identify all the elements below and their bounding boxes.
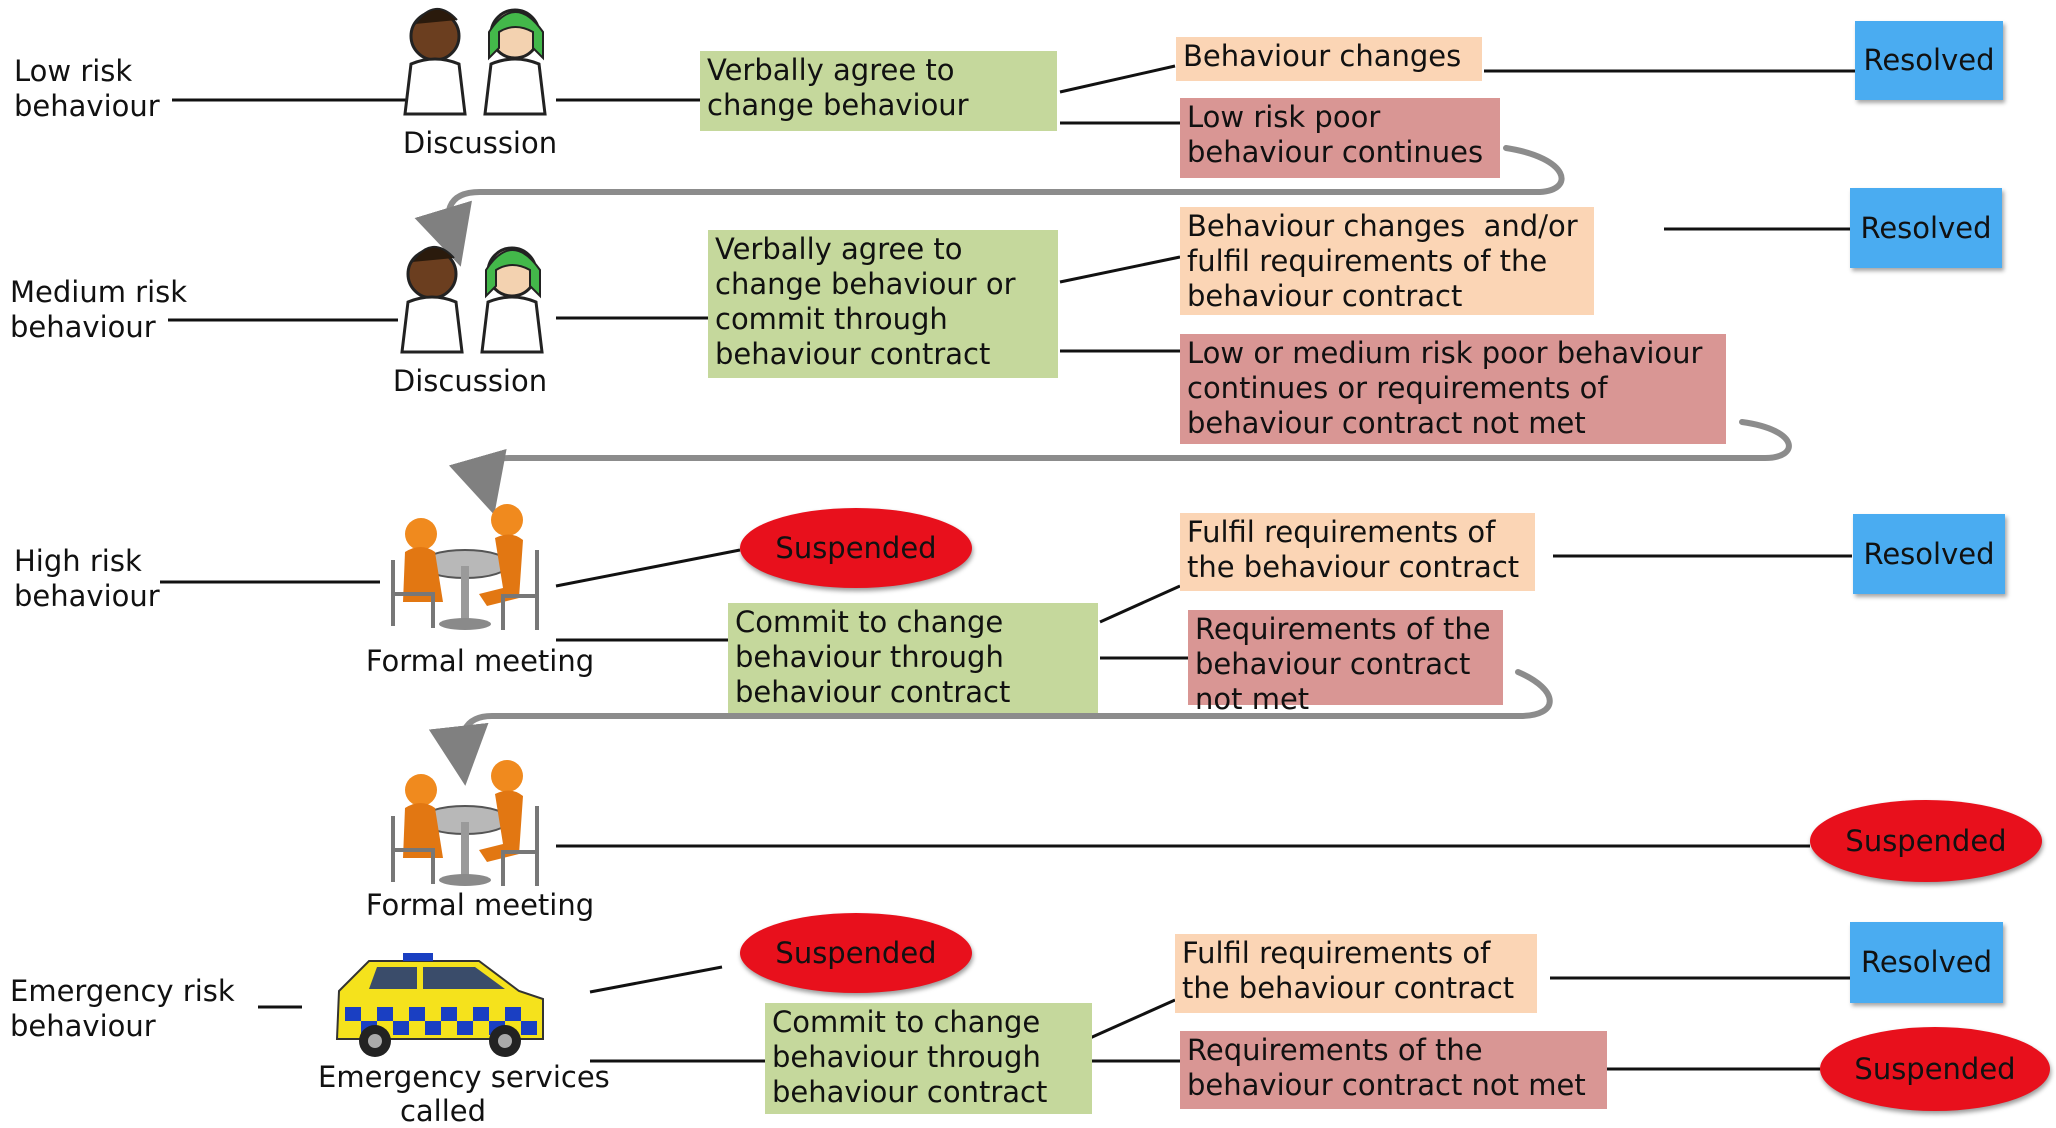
- police-car-icon: [325, 945, 555, 1065]
- discussion-icon: [395, 2, 560, 130]
- discussion-label: Discussion: [392, 364, 548, 398]
- suspended-badge: Suspended: [1820, 1027, 2050, 1111]
- emergency-not-met-box: Requirements of the behaviour contract n…: [1180, 1031, 1607, 1109]
- emergency-services-label: Emergency services called: [318, 1060, 610, 1128]
- emergency-fulfil-box: Fulfil requirements of the behaviour con…: [1175, 934, 1537, 1013]
- low-continues-box: Low risk poor behaviour continues: [1180, 98, 1500, 178]
- discussion-icon: [392, 240, 557, 368]
- emergency-commit-box: Commit to change behaviour through behav…: [765, 1003, 1092, 1114]
- resolved-badge: Resolved: [1850, 188, 2002, 268]
- formal-meeting-icon: [385, 500, 545, 640]
- formal-meeting-label: Formal meeting: [365, 888, 595, 922]
- emergency-risk-label: Emergency risk behaviour: [10, 974, 235, 1043]
- medium-continues-box: Low or medium risk poor behaviour contin…: [1180, 334, 1726, 444]
- medium-changes-box: Behaviour changes and/or fulfil requirem…: [1180, 207, 1594, 315]
- high-not-met-box: Requirements of the behaviour contract n…: [1188, 610, 1503, 716]
- suspended-badge: Suspended: [1810, 800, 2042, 882]
- discussion-label: Discussion: [402, 126, 558, 160]
- formal-meeting-icon: [385, 756, 545, 896]
- medium-risk-label: Medium risk behaviour: [10, 275, 188, 344]
- resolved-badge: Resolved: [1853, 514, 2005, 594]
- suspended-badge: Suspended: [740, 913, 972, 993]
- low-risk-label: Low risk behaviour: [14, 54, 160, 123]
- resolved-badge: Resolved: [1855, 21, 2003, 100]
- formal-meeting-label: Formal meeting: [365, 644, 595, 678]
- high-commit-box: Commit to change behaviour through behav…: [728, 603, 1098, 713]
- suspended-badge: Suspended: [740, 508, 972, 588]
- high-risk-label: High risk behaviour: [14, 544, 160, 613]
- low-agree-box: Verbally agree to change behaviour: [700, 51, 1057, 131]
- resolved-badge: Resolved: [1850, 922, 2003, 1003]
- low-changes-box: Behaviour changes: [1176, 37, 1482, 81]
- high-fulfil-box: Fulfil requirements of the behaviour con…: [1180, 513, 1535, 591]
- medium-agree-box: Verbally agree to change behaviour or co…: [708, 230, 1058, 378]
